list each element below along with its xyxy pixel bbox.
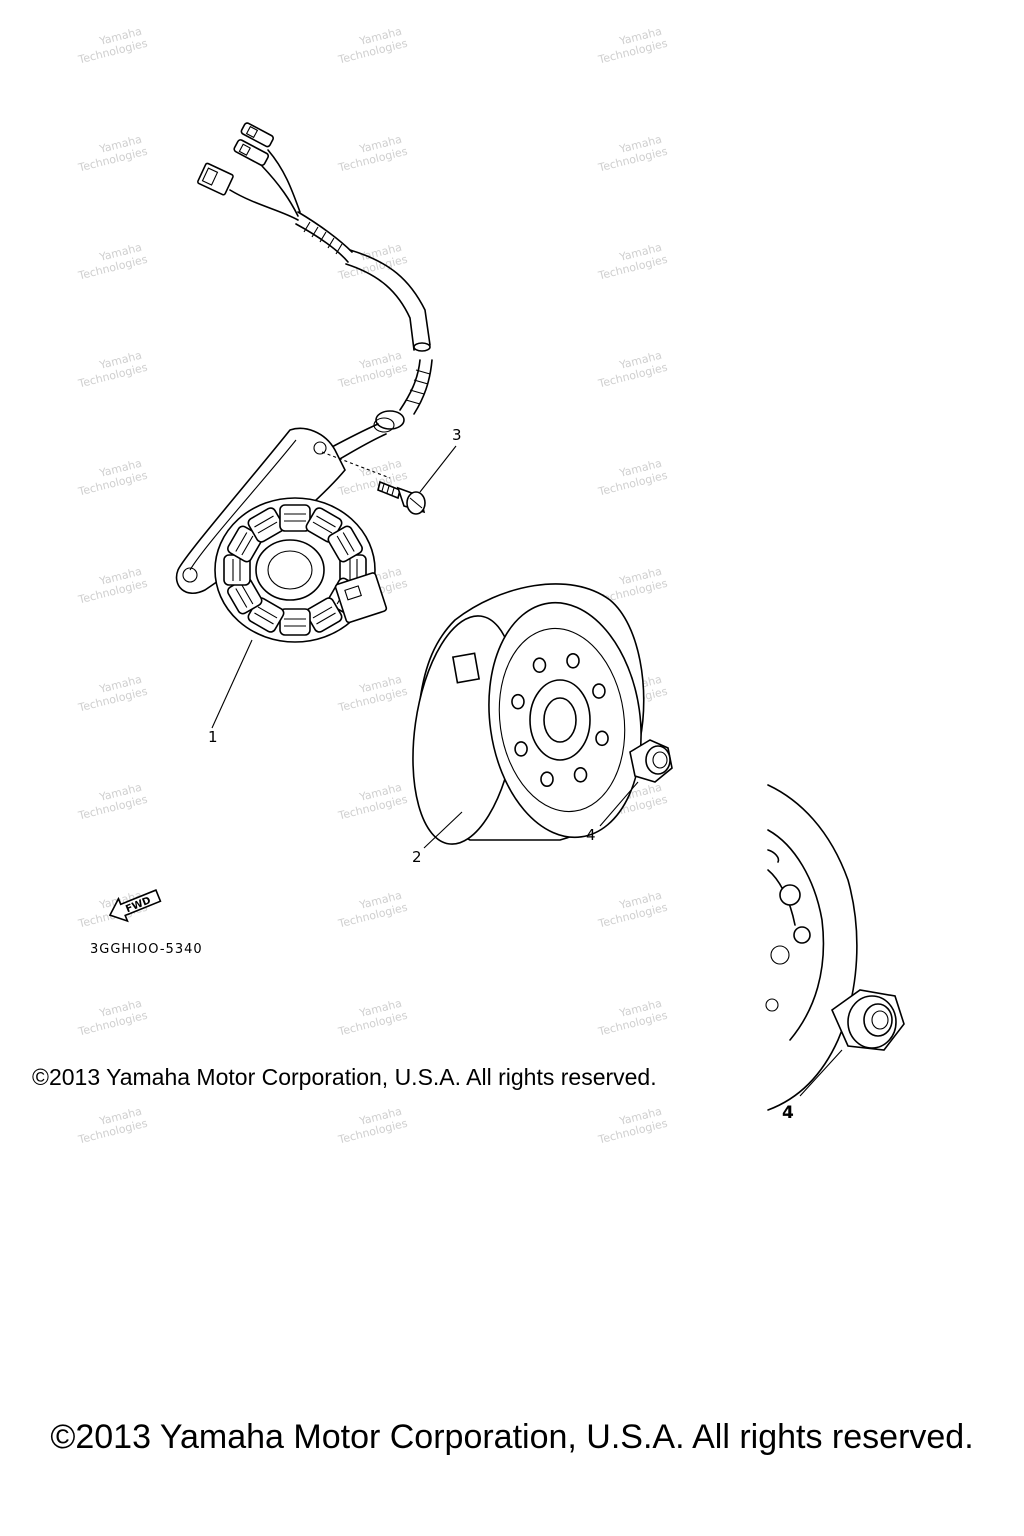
rotor-hole <box>592 683 606 699</box>
stator-coil <box>247 507 285 543</box>
rotor-hole <box>532 657 547 673</box>
rotor-holes <box>511 652 609 788</box>
stator-coil <box>305 597 343 633</box>
copyright-footer: ©2013 Yamaha Motor Corporation, U.S.A. A… <box>50 1418 974 1456</box>
stator-coil <box>279 504 311 532</box>
rotor-assembly <box>412 583 645 845</box>
callout-3: 3 <box>452 426 462 444</box>
stator-coil <box>279 608 311 636</box>
rotor-hole <box>595 730 609 747</box>
stator-assembly <box>175 427 388 643</box>
nut-detail <box>831 989 905 1051</box>
detail-inset <box>765 784 858 1111</box>
rotor-hole <box>566 652 580 669</box>
copyright-inset: ©2013 Yamaha Motor Corporation, U.S.A. A… <box>32 1064 657 1090</box>
callout-1: 1 <box>208 728 218 746</box>
screw <box>377 480 426 515</box>
rotor-hole <box>514 741 528 757</box>
stator-coil <box>327 525 363 563</box>
rotor-hole <box>540 771 554 788</box>
callout-4-detail: 4 <box>782 1103 794 1123</box>
rotor-hole <box>573 767 588 783</box>
callout-2: 2 <box>412 848 422 866</box>
rotor-hole <box>511 693 525 710</box>
flywheel-nut <box>629 739 673 783</box>
wire-harness <box>197 122 433 461</box>
diagram-code: 3GGHIOO-5340 <box>90 942 203 957</box>
callout-4: 4 <box>586 826 596 844</box>
